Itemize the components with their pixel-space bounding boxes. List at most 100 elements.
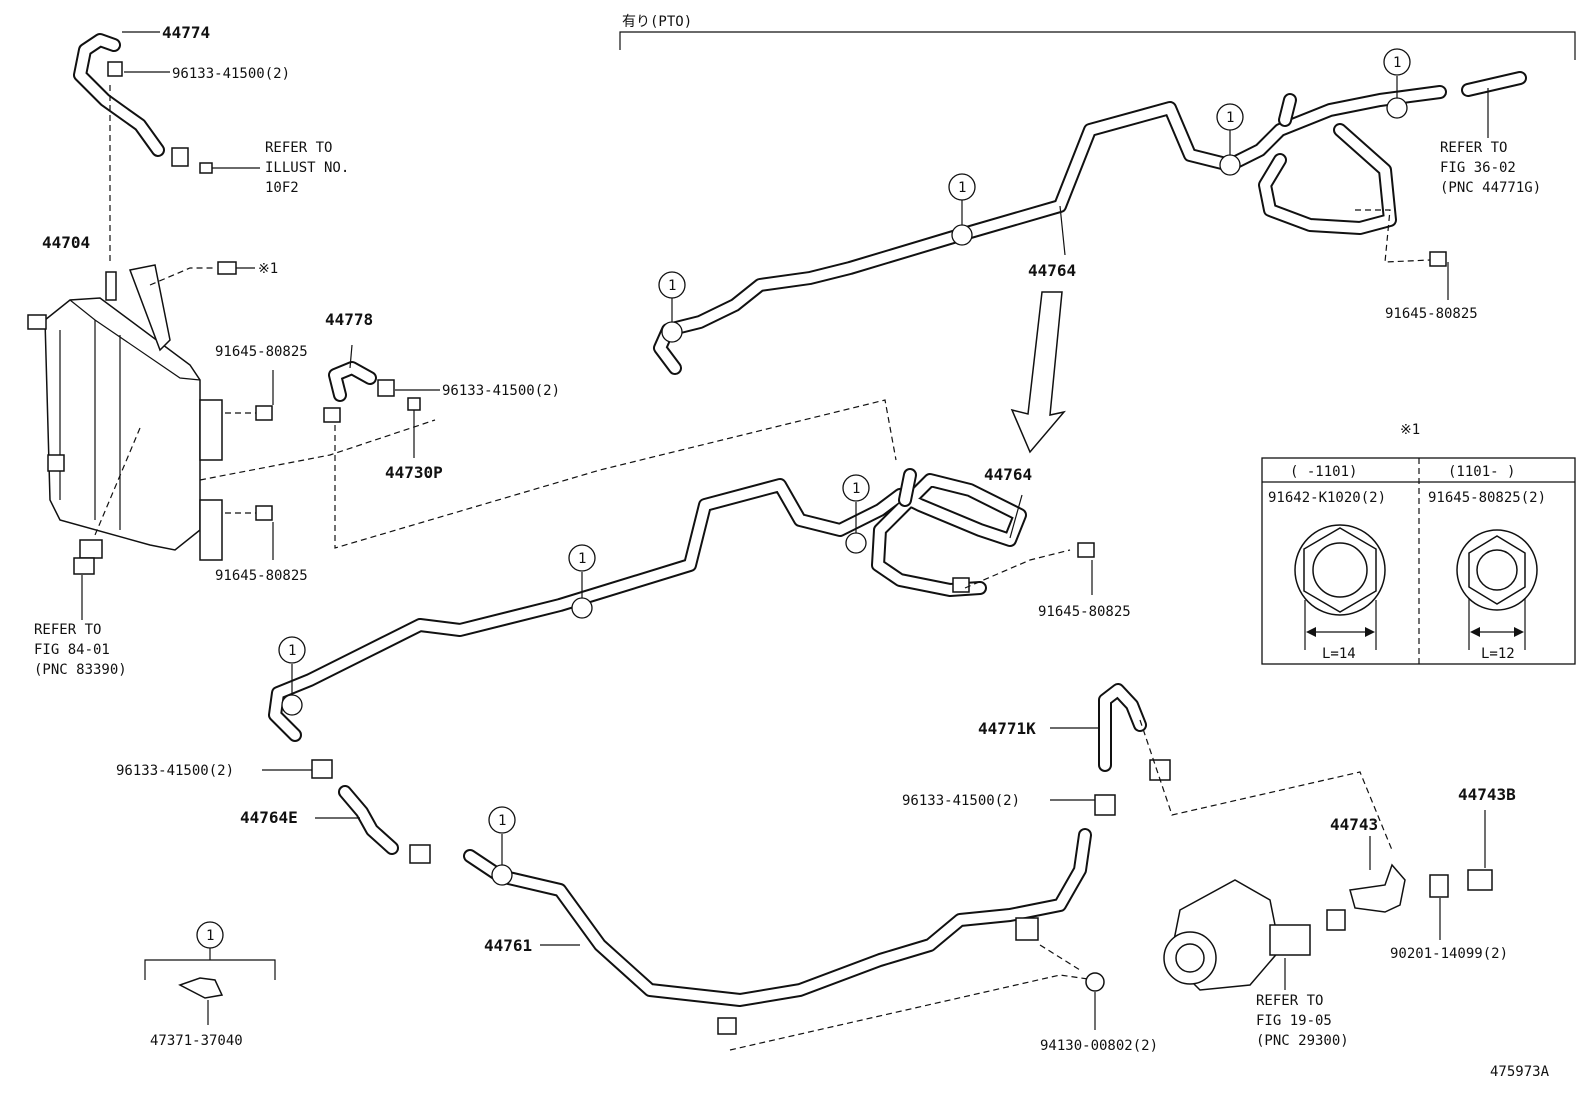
bolt-table-col1-length: L=14 <box>1322 646 1356 662</box>
ref-circle-1 <box>278 636 306 664</box>
clamp <box>323 407 341 423</box>
nut-94130: 94130-00802(2) <box>1040 972 1158 1054</box>
clamp <box>1094 794 1116 816</box>
hose-44778: 44778 96133-41500(2) 44730P <box>323 310 560 482</box>
callout-44774: 44774 <box>162 23 210 42</box>
svg-text:REFER TO: REFER TO <box>1440 140 1507 156</box>
hose-44764E: 96133-41500(2) 44764E <box>116 759 431 864</box>
svg-text:1: 1 <box>206 928 214 944</box>
svg-text:44764: 44764 <box>1028 261 1076 280</box>
bolt-table-col1-header: ( -1101) <box>1290 464 1357 480</box>
ref-circle-1 <box>842 474 870 502</box>
callout-94130: 94130-00802(2) <box>1040 1038 1158 1054</box>
svg-text:REFER TO: REFER TO <box>265 140 332 156</box>
callout-91645-b: 91645-80825 <box>215 568 308 584</box>
svg-text:(PNC 83390): (PNC 83390) <box>34 662 127 678</box>
reservoir-tank-44704: 44704 <box>27 233 223 561</box>
pto-label: 有り(PTO) <box>622 14 692 30</box>
mark1-label: ※1 <box>258 261 278 277</box>
bolt-table-mark: ※1 <box>1400 422 1420 438</box>
fitting <box>407 397 421 411</box>
ref-circle-1 <box>1383 48 1411 76</box>
washer <box>1429 874 1449 898</box>
clamp <box>409 844 431 864</box>
arrow-indicator <box>1010 291 1067 454</box>
clamp-markers-middle: 1 1 1 <box>278 474 870 716</box>
svg-text:1: 1 <box>498 813 506 829</box>
svg-text:44764: 44764 <box>984 465 1032 484</box>
clamp <box>107 61 123 77</box>
washer <box>1326 909 1346 931</box>
svg-text:(PNC 44771G): (PNC 44771G) <box>1440 180 1541 196</box>
clamp <box>1015 917 1039 941</box>
pump-29300: REFER TO FIG 19-05 (PNC 29300) <box>1163 879 1349 1049</box>
tube-44764-upper <box>653 71 1527 375</box>
ref-circle-1 <box>568 544 596 572</box>
sensor-83390: REFER TO FIG 84-01 (PNC 83390) <box>34 427 141 678</box>
tube-44764-lower: 44764 <box>268 465 1032 742</box>
svg-text:ILLUST NO.: ILLUST NO. <box>265 160 349 176</box>
svg-text:1: 1 <box>288 643 296 659</box>
tube-44761: 44761 1 <box>463 806 1092 1035</box>
svg-text:(PNC 29300): (PNC 29300) <box>1256 1033 1349 1049</box>
bolt-table-col2-header: (1101- ) <box>1448 464 1515 480</box>
callout-96133-d: 96133-41500(2) <box>902 793 1020 809</box>
callout-44771K: 44771K <box>978 719 1036 738</box>
svg-text:REFER TO: REFER TO <box>34 622 101 638</box>
bolt-91645-a: 91645-80825 <box>215 344 308 421</box>
bolt-table-col1-part: 91642-K1020(2) <box>1268 490 1386 506</box>
clamp <box>377 379 395 397</box>
svg-text:1: 1 <box>578 551 586 567</box>
bolt-table-col2-part: 91645-80825(2) <box>1428 490 1546 506</box>
bolt-91645-b: 91645-80825 <box>215 505 308 584</box>
bolt-mark1: ※1 <box>217 261 278 277</box>
callout-44764-upper: 44764 <box>1028 205 1076 280</box>
svg-text:FIG 36-02: FIG 36-02 <box>1440 160 1516 176</box>
fitting-44743: 44743 <box>1326 815 1406 931</box>
bolt-91645-mid: 91645-80825 <box>1038 542 1131 620</box>
bolt-table: ※1 ( -1101) (1101- ) 91642-K1020(2) 9164… <box>1261 422 1576 665</box>
callout-47371: 47371-37040 <box>150 1033 243 1049</box>
callout-91645-a: 91645-80825 <box>215 344 308 360</box>
svg-text:1: 1 <box>852 481 860 497</box>
callout-44704: 44704 <box>42 233 90 252</box>
svg-text:10F2: 10F2 <box>265 180 299 196</box>
callout-44778: 44778 <box>325 310 373 329</box>
callout-44730P: 44730P <box>385 463 443 482</box>
callout-96133-b: 96133-41500(2) <box>442 383 560 399</box>
ref-circle-1 <box>488 806 516 834</box>
callout-90201: 90201-14099(2) <box>1390 946 1508 962</box>
callout-96133-c: 96133-41500(2) <box>116 763 234 779</box>
clamp <box>717 1017 737 1035</box>
callout-96133-a: 96133-41500(2) <box>172 66 290 82</box>
svg-text:1: 1 <box>958 180 966 196</box>
clamp <box>311 759 333 779</box>
svg-text:1: 1 <box>668 278 676 294</box>
svg-text:FIG 19-05: FIG 19-05 <box>1256 1013 1332 1029</box>
clamp <box>1149 759 1171 781</box>
pto-bracket: 有り(PTO) <box>619 14 1576 60</box>
callout-91645-mid: 91645-80825 <box>1038 604 1131 620</box>
clip-47371: 1 47371-37040 <box>144 921 276 1049</box>
fitting <box>199 162 213 174</box>
callout-44743: 44743 <box>1330 815 1378 834</box>
refer-fig-36-02: REFER TO FIG 36-02 (PNC 44771G) <box>1440 88 1541 196</box>
svg-text:REFER TO: REFER TO <box>1256 993 1323 1009</box>
bolt-table-col2-length: L=12 <box>1481 646 1515 662</box>
clamp-markers-upper: 1 1 1 1 <box>658 48 1411 343</box>
svg-text:1: 1 <box>1393 55 1401 71</box>
callout-44764E: 44764E <box>240 808 298 827</box>
clamp <box>952 577 970 593</box>
callout-91645-top: 91645-80825 <box>1385 306 1478 322</box>
ref-circle-1 <box>658 271 686 299</box>
callout-44743B: 44743B <box>1458 785 1516 804</box>
illustration-id: 475973A <box>1490 1064 1550 1080</box>
bolt-44743B: 44743B 90201-14099(2) <box>1390 785 1516 962</box>
clamp <box>171 147 189 167</box>
hose-44774: 44774 96133-41500(2) REFER TO ILLUST NO.… <box>73 23 349 196</box>
hose-44771K: 44771K 96133-41500(2) <box>902 683 1171 816</box>
ref-circle-1 <box>948 173 976 201</box>
svg-text:FIG 84-01: FIG 84-01 <box>34 642 110 658</box>
ref-circle-1 <box>1216 103 1244 131</box>
